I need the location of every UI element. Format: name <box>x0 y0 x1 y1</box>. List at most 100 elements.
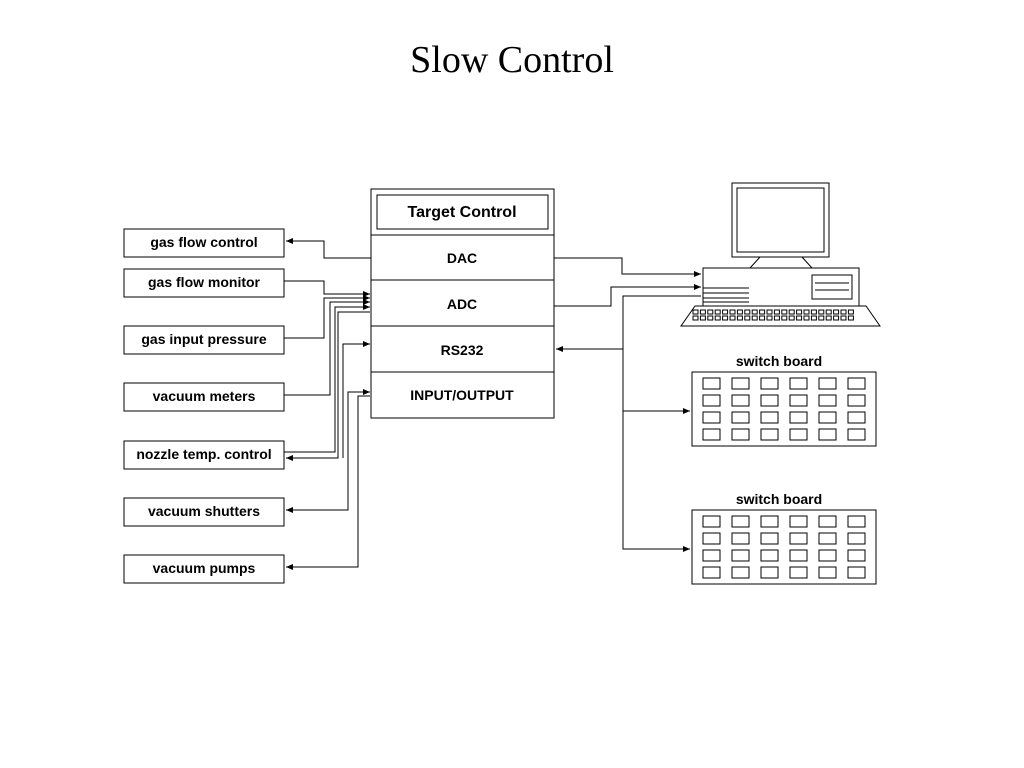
keyboard-key <box>833 315 840 321</box>
switch-key <box>789 549 808 562</box>
keyboard-key <box>699 315 706 321</box>
switch-key <box>731 377 750 390</box>
switch-key <box>702 515 721 528</box>
device-vacuum-meters: vacuum meters <box>153 388 256 404</box>
keyboard-key <box>788 309 795 315</box>
switch-board-2: switch board <box>691 491 877 585</box>
keyboard-key <box>840 315 847 321</box>
switch-board-1-label: switch board <box>736 353 822 369</box>
switch-key <box>760 549 779 562</box>
switch-key <box>731 515 750 528</box>
keyboard-key <box>744 315 751 321</box>
device-gas-flow-control: gas flow control <box>150 234 257 250</box>
keyboard-key <box>759 315 766 321</box>
switch-key <box>847 566 866 579</box>
switch-key <box>702 377 721 390</box>
keyboard-key <box>847 315 854 321</box>
switch-key <box>847 515 866 528</box>
device-nozzle-temp-control: nozzle temp. control <box>136 446 271 462</box>
switch-key <box>731 428 750 441</box>
target-control-header: Target Control <box>407 204 516 221</box>
switch-key <box>702 394 721 407</box>
keyboard-key <box>810 315 817 321</box>
left-wiring <box>284 238 371 570</box>
keyboard-key <box>840 309 847 315</box>
switch-key <box>789 411 808 424</box>
switch-key <box>847 411 866 424</box>
device-gas-flow-monitor: gas flow monitor <box>148 274 261 290</box>
keyboard-key <box>759 309 766 315</box>
keyboard-key <box>692 315 699 321</box>
keyboard-key <box>788 315 795 321</box>
keyboard-key <box>796 315 803 321</box>
keyboard-key <box>825 315 832 321</box>
keyboard-key <box>825 309 832 315</box>
switch-key <box>818 566 837 579</box>
switch-key <box>847 532 866 545</box>
switch-key <box>760 394 779 407</box>
keyboard-key <box>707 309 714 315</box>
switch-key <box>818 411 837 424</box>
switch-key <box>818 549 837 562</box>
switch-key <box>731 532 750 545</box>
keyboard-key <box>714 315 721 321</box>
switch-key <box>731 549 750 562</box>
switch-key <box>818 377 837 390</box>
keyboard-key <box>722 315 729 321</box>
device-gas-input-pressure: gas input pressure <box>141 331 266 347</box>
switch-key <box>760 377 779 390</box>
device-vacuum-pumps: vacuum pumps <box>153 560 256 576</box>
keyboard-key <box>699 309 706 315</box>
keyboard-key <box>796 309 803 315</box>
switch-key <box>789 515 808 528</box>
keyboard-key <box>736 309 743 315</box>
page-title: Slow Control <box>410 39 614 81</box>
keyboard-key <box>810 309 817 315</box>
switch-key <box>760 515 779 528</box>
switch-board-1: switch board <box>691 353 877 447</box>
keyboard-key <box>833 309 840 315</box>
keyboard-keys <box>692 309 854 321</box>
switch-board-2-switches <box>702 515 866 579</box>
keyboard-key <box>803 309 810 315</box>
desktop-computer-icon <box>680 182 881 327</box>
section-input-output: INPUT/OUTPUT <box>410 387 514 403</box>
switch-key <box>789 566 808 579</box>
switch-key <box>789 377 808 390</box>
switch-key <box>760 411 779 424</box>
section-dac: DAC <box>447 250 477 266</box>
keyboard-key <box>781 315 788 321</box>
keyboard-key <box>803 315 810 321</box>
switch-key <box>789 394 808 407</box>
keyboard-key <box>818 315 825 321</box>
switch-key <box>702 428 721 441</box>
switch-key <box>818 532 837 545</box>
keyboard-key <box>736 315 743 321</box>
keyboard-key <box>729 309 736 315</box>
switch-key <box>847 377 866 390</box>
keyboard-key <box>722 309 729 315</box>
keyboard-key <box>773 315 780 321</box>
keyboard-key <box>751 315 758 321</box>
switch-key <box>702 566 721 579</box>
switch-key <box>789 428 808 441</box>
switch-key <box>702 549 721 562</box>
switch-key <box>847 394 866 407</box>
keyboard-key <box>766 315 773 321</box>
keyboard-key <box>818 309 825 315</box>
target-control-block: Target Control DAC ADC RS232 INPUT/OUTPU… <box>370 188 555 419</box>
keyboard-key <box>751 309 758 315</box>
switch-key <box>818 515 837 528</box>
keyboard-key <box>707 315 714 321</box>
switch-key <box>702 411 721 424</box>
switch-key <box>702 532 721 545</box>
switch-key <box>818 394 837 407</box>
switch-key <box>760 566 779 579</box>
right-wiring <box>554 257 701 552</box>
section-adc: ADC <box>447 296 477 312</box>
keyboard-key <box>847 309 854 315</box>
switch-key <box>760 532 779 545</box>
section-rs232: RS232 <box>441 342 484 358</box>
switch-key <box>789 532 808 545</box>
